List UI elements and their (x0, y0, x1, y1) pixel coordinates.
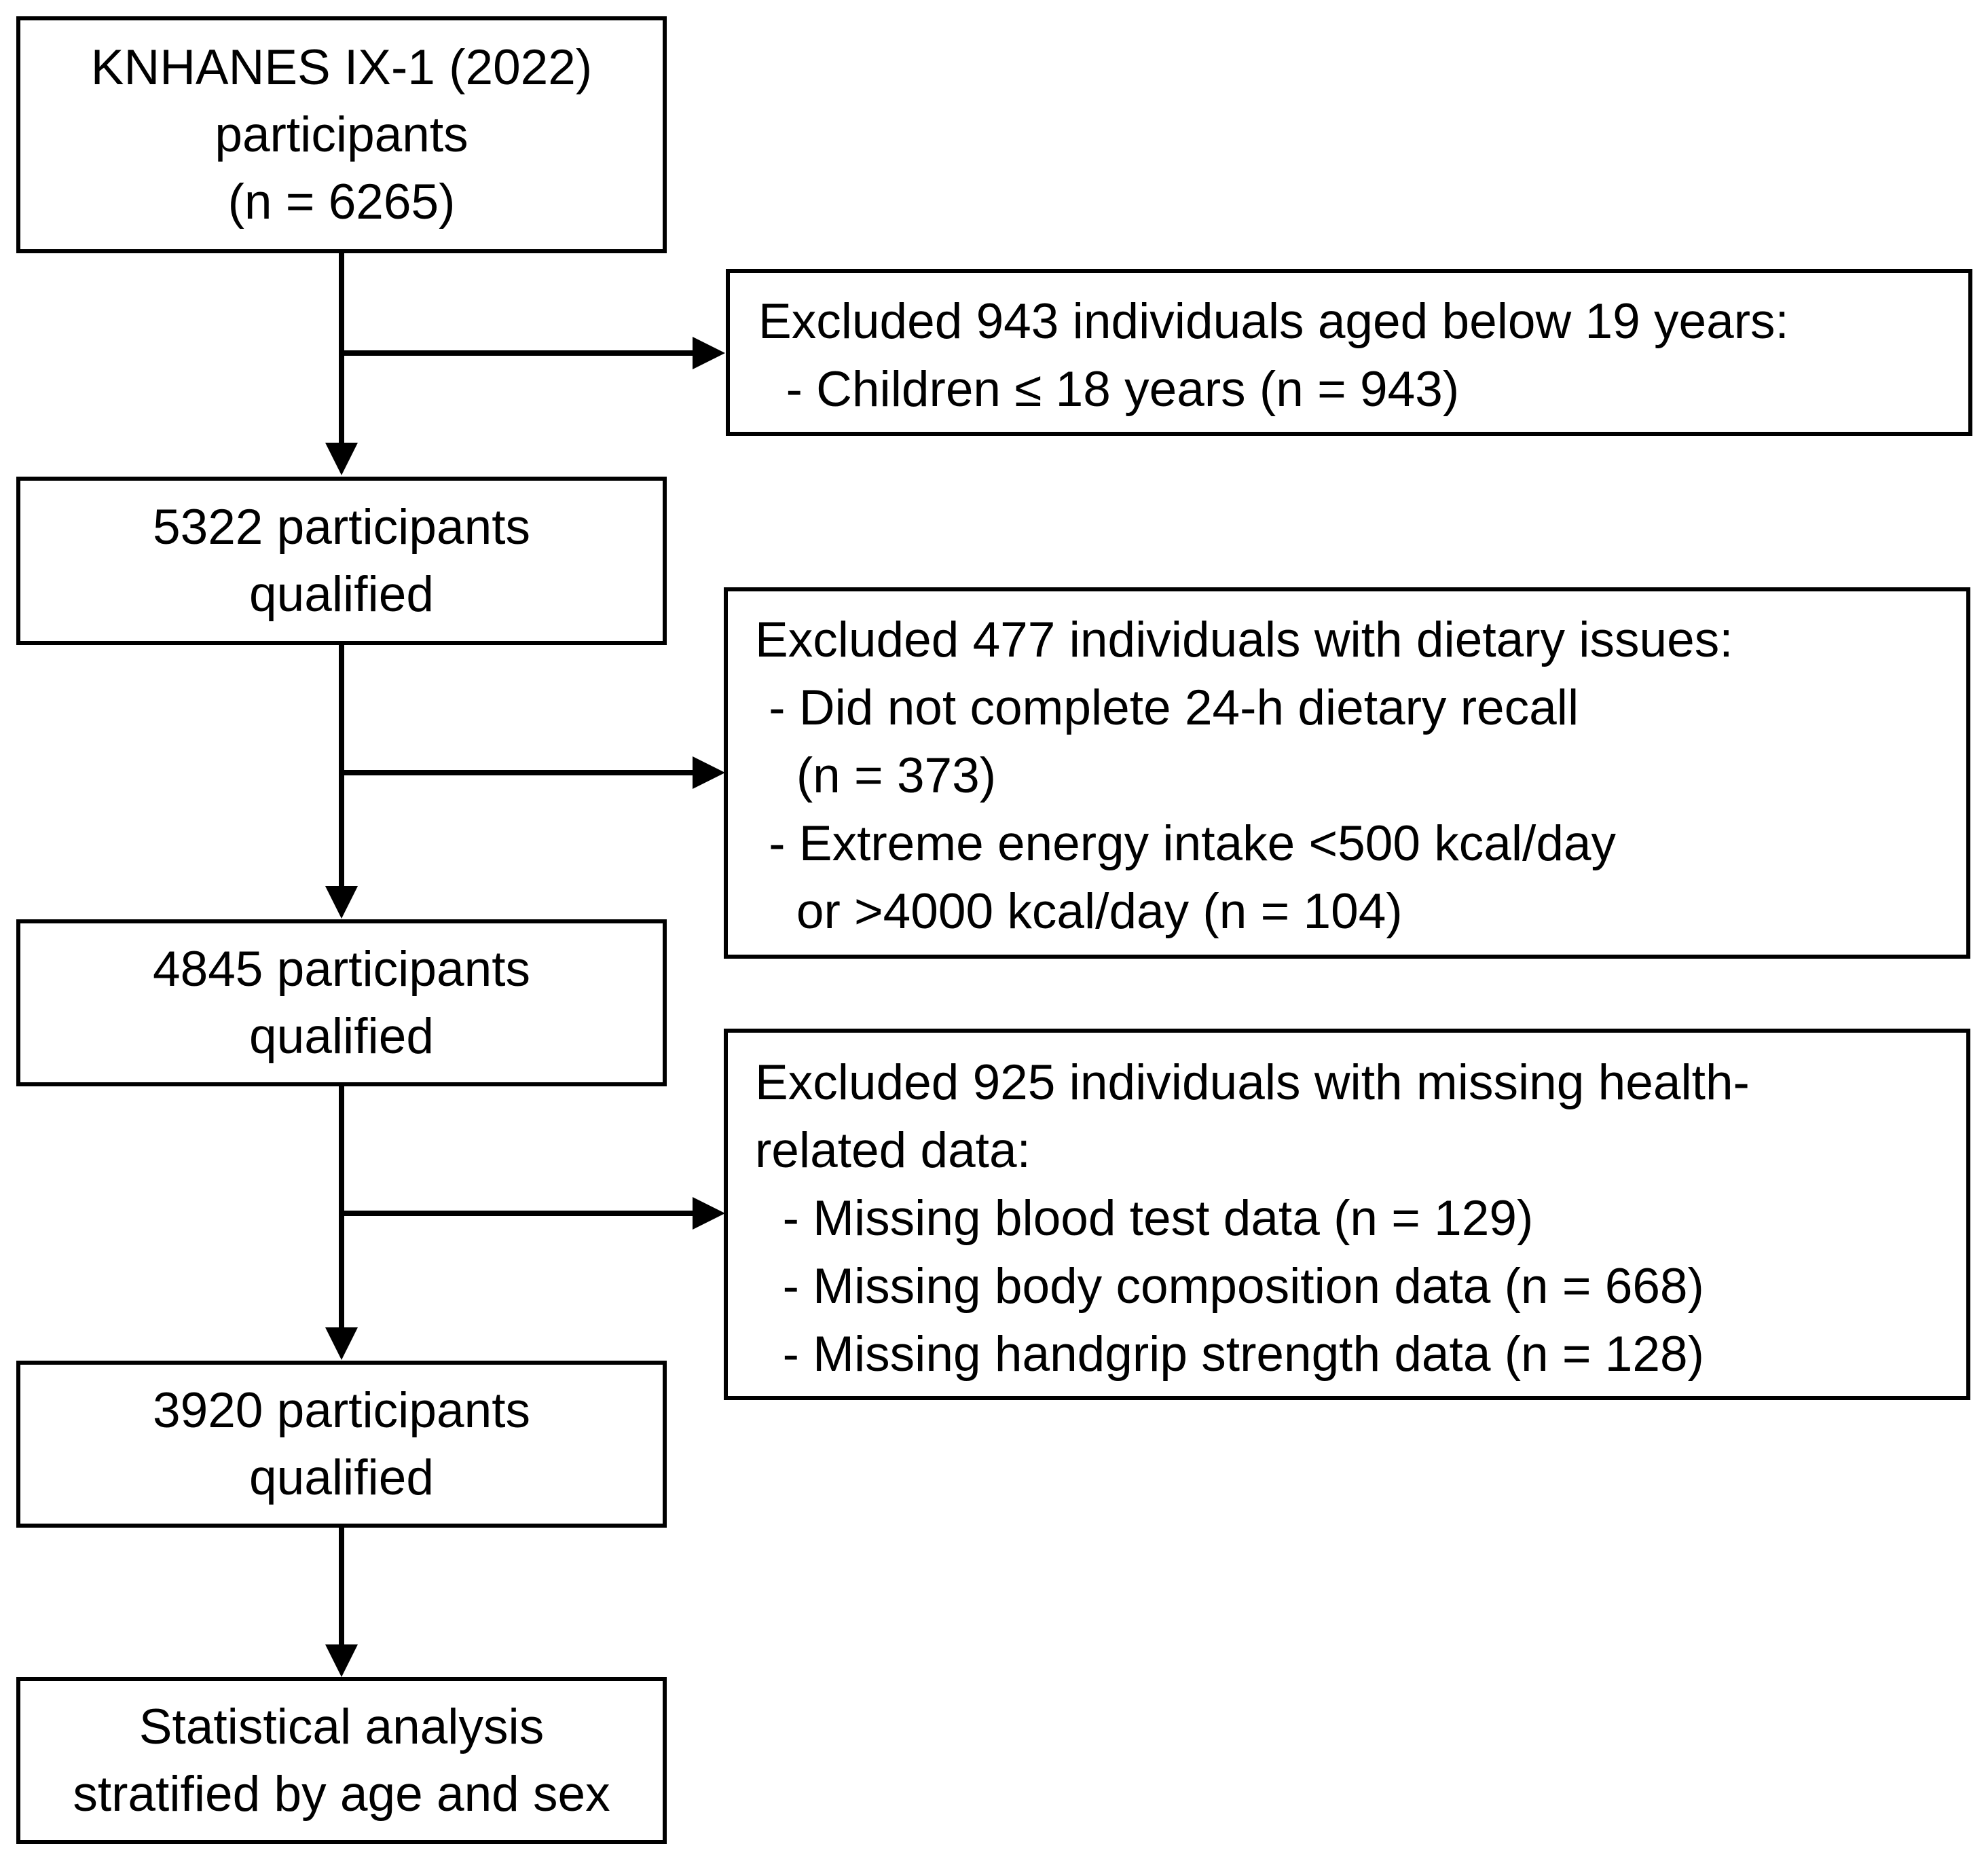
box-qualified-5322: 5322 participants qualified (16, 477, 667, 645)
exclusion-line: related data: (755, 1123, 1031, 1178)
box-line: (n = 6265) (227, 174, 456, 229)
exclusion-line: - Children ≤ 18 years (n = 943) (758, 362, 1460, 417)
box-initial-participants: KNHANES IX-1 (2022) participants (n = 62… (16, 16, 667, 253)
exclusion-box-dietary: Excluded 477 individuals with dietary is… (724, 587, 1970, 959)
exclusion-line: - Missing blood test data (n = 129) (755, 1191, 1534, 1246)
box-qualified-3920: 3920 participants qualified (16, 1361, 667, 1528)
exclusion-box-health-data: Excluded 925 individuals with missing he… (724, 1029, 1970, 1400)
exclusion-line: Excluded 477 individuals with dietary is… (755, 612, 1733, 667)
box-line: Statistical analysis (139, 1699, 545, 1754)
box-line: 4845 participants (153, 942, 530, 997)
box-line: qualified (249, 1450, 434, 1505)
box-line: qualified (249, 1009, 434, 1064)
box-line: 3920 participants (153, 1383, 530, 1438)
box-line: qualified (249, 567, 434, 622)
box-qualified-4845: 4845 participants qualified (16, 919, 667, 1086)
exclusion-line: - Did not complete 24-h dietary recall (755, 680, 1579, 735)
exclusion-box-age: Excluded 943 individuals aged below 19 y… (726, 269, 1972, 436)
box-line: stratified by age and sex (73, 1767, 610, 1822)
exclusion-line: (n = 373) (755, 748, 997, 803)
box-line: KNHANES IX-1 (2022) (90, 40, 593, 95)
box-line: participants (215, 107, 468, 162)
box-line: 5322 participants (153, 500, 530, 555)
exclusion-line: or >4000 kcal/day (n = 104) (755, 884, 1403, 939)
exclusion-line: Excluded 925 individuals with missing he… (755, 1055, 1750, 1110)
exclusion-line: - Missing handgrip strength data (n = 12… (755, 1327, 1704, 1382)
exclusion-line: Excluded 943 individuals aged below 19 y… (758, 294, 1789, 349)
exclusion-line: - Extreme energy intake <500 kcal/day (755, 816, 1617, 871)
exclusion-line: - Missing body composition data (n = 668… (755, 1259, 1704, 1314)
box-statistical-analysis: Statistical analysis stratified by age a… (16, 1677, 667, 1844)
